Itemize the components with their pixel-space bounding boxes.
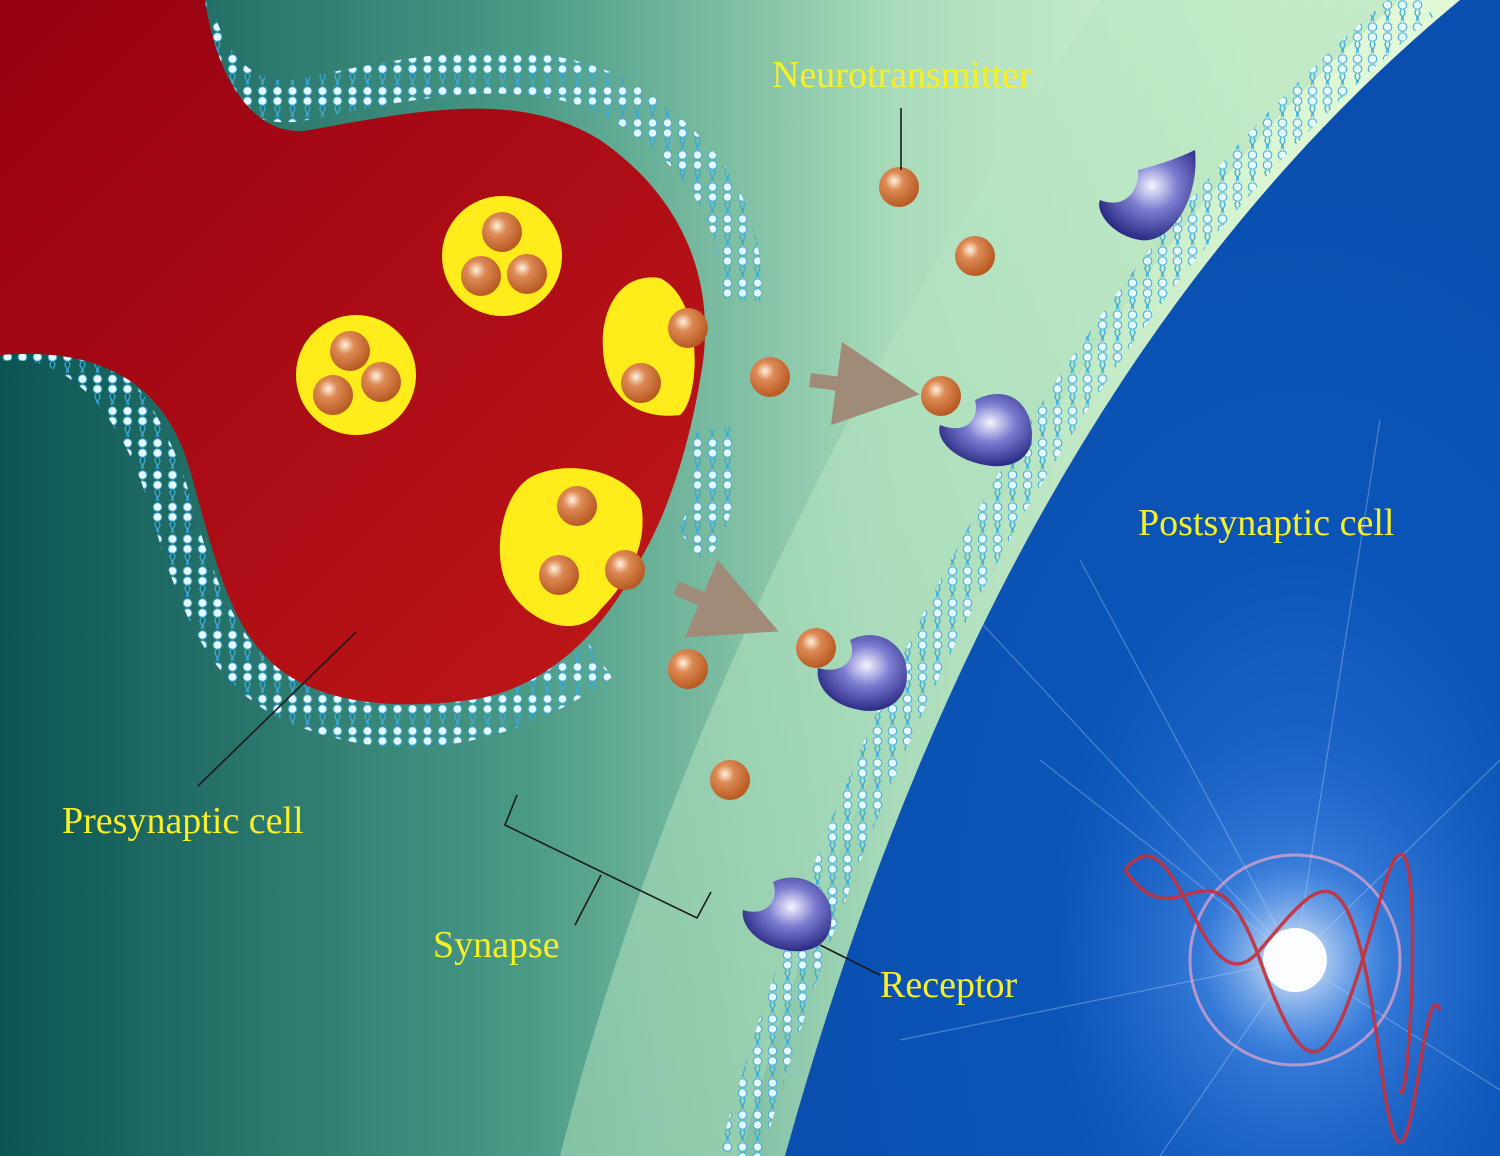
receptor — [742, 877, 832, 952]
neurotransmitter — [557, 486, 597, 526]
neurotransmitter — [482, 212, 522, 252]
neurotransmitter — [955, 236, 995, 276]
release-arrows — [673, 341, 920, 638]
presynaptic-membrane — [0, 0, 762, 748]
neurotransmitter — [750, 357, 790, 397]
dna-helix — [1123, 852, 1442, 1144]
neurotransmitter — [461, 256, 501, 296]
presynaptic-cell-label: Presynaptic cell — [62, 800, 304, 842]
synaptic-cleft — [560, 0, 1400, 1156]
fusing-vesicle — [499, 468, 643, 627]
receptors — [742, 150, 1196, 952]
neurotransmitter — [361, 362, 401, 402]
receptor — [817, 635, 907, 711]
neurotransmitter — [605, 550, 645, 590]
membrane-fragment — [675, 425, 735, 562]
release-arrow — [809, 341, 920, 426]
neurotransmitter-label: Neurotransmitter — [772, 54, 1032, 96]
neurotransmitters — [313, 167, 995, 800]
receptor-label: Receptor — [880, 964, 1018, 1006]
receptor — [1099, 150, 1196, 241]
synapse-leader — [574, 874, 602, 926]
neurotransmitter — [539, 555, 579, 595]
postsynaptic-cell-label: Postsynaptic cell — [1138, 502, 1394, 544]
neurotransmitter — [879, 167, 919, 207]
neurotransmitter — [330, 331, 370, 371]
neurotransmitter — [668, 308, 708, 348]
presynaptic-leader — [197, 631, 357, 787]
neurotransmitter — [507, 254, 547, 294]
neurotransmitter — [921, 376, 961, 416]
release-arrow — [673, 559, 779, 638]
receptor-leader — [819, 944, 881, 976]
neurotransmitter — [710, 760, 750, 800]
synapse-label: Synapse — [433, 924, 560, 966]
neurotransmitter — [313, 375, 353, 415]
neurotransmitter — [668, 649, 708, 689]
synapse-bracket — [503, 794, 712, 920]
neurotransmitter — [621, 363, 661, 403]
receptor — [939, 394, 1032, 467]
neurotransmitter — [796, 628, 836, 668]
